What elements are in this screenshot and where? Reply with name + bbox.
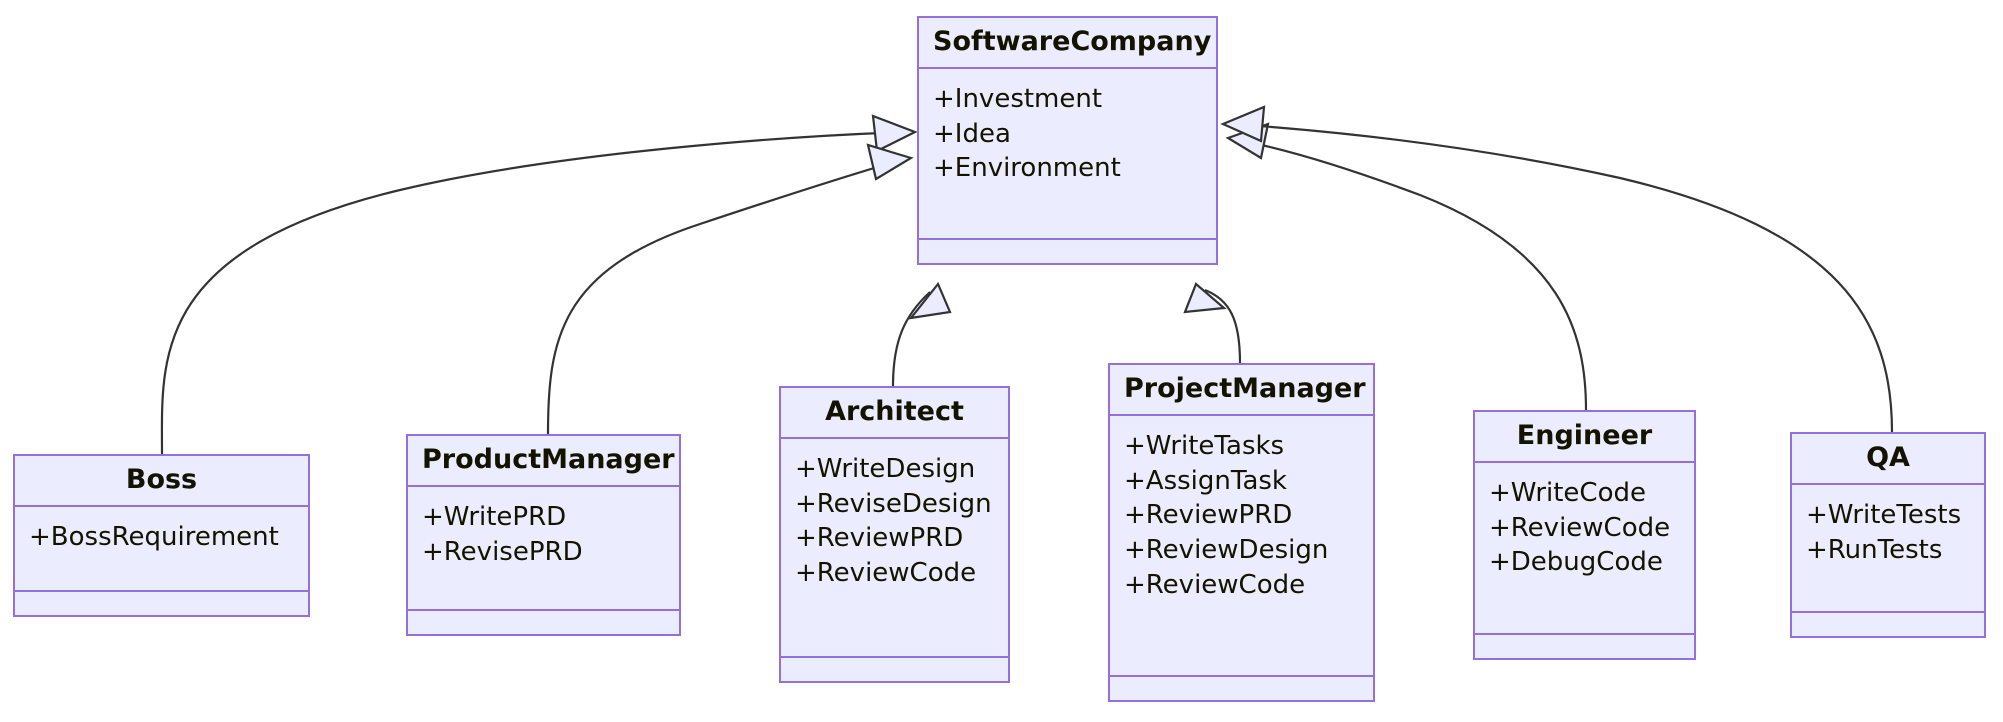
uml-class-engineer[interactable]: Engineer +WriteCode+ReviewCode +DebugCode	[1473, 410, 1696, 660]
class-attribute: +ReviewDesign	[1124, 534, 1329, 565]
hollow-triangle-arrow-icon	[908, 281, 952, 320]
hollow-triangle-arrow-icon	[866, 143, 914, 181]
class-attribute: +BossRequirement	[29, 522, 279, 553]
hollow-triangle-arrow-icon	[1183, 282, 1227, 314]
class-attribute: +Idea	[933, 118, 1011, 149]
class-title-qa: QA	[1792, 434, 1984, 486]
class-attribute: +ReviewPRD	[1124, 500, 1293, 531]
class-attribute: +Investment	[933, 84, 1103, 115]
class-attributes-product-manager: +WritePRD+RevisePRD	[408, 487, 679, 611]
edge-line	[891, 291, 931, 387]
inheritance-edge-project-manager[interactable]	[1183, 282, 1242, 364]
uml-class-software-company[interactable]: SoftwareCompany +Investment+Idea +Environm…	[917, 16, 1218, 265]
class-attribute: +ReviewCode	[795, 557, 977, 588]
inheritance-edge-product-manager[interactable]	[546, 143, 914, 435]
class-title-product-manager: ProductManager	[408, 436, 679, 488]
class-methods-product-manager	[408, 611, 679, 634]
class-attribute: +RunTests	[1806, 534, 1943, 565]
class-attribute: +Environment	[933, 153, 1121, 184]
uml-class-boss[interactable]: Boss +BossRequirement	[13, 454, 310, 617]
class-attribute: +ReviewPRD	[795, 523, 964, 554]
uml-class-project-manager[interactable]: ProjectManager +WriteTasks+AssignTask +Rev…	[1108, 363, 1375, 702]
inheritance-edge-boss[interactable]	[160, 114, 918, 455]
class-title-project-manager: ProjectManager	[1110, 365, 1373, 417]
inheritance-edge-qa[interactable]	[1220, 105, 1894, 433]
class-attribute: +WriteTests	[1806, 500, 1962, 531]
class-methods-architect	[781, 658, 1008, 681]
edge-line	[1204, 288, 1242, 364]
class-attributes-architect: +WriteDesign+ReviseDesign +ReviewPRD+Revi…	[781, 439, 1008, 658]
class-attribute: +RevisePRD	[422, 536, 583, 567]
class-attributes-boss: +BossRequirement	[15, 507, 308, 592]
class-attribute: +DebugCode	[1489, 547, 1663, 578]
class-attribute: +WriteTasks	[1124, 431, 1285, 462]
edge-line	[160, 130, 907, 455]
edge-line	[546, 158, 902, 435]
edge-line	[1231, 122, 1894, 433]
class-attributes-software-company: +Investment+Idea +Environment	[919, 69, 1216, 240]
class-title-software-company: SoftwareCompany	[919, 18, 1216, 70]
hollow-triangle-arrow-icon	[871, 114, 918, 153]
class-attributes-project-manager: +WriteTasks+AssignTask +ReviewPRD+ReviewD…	[1110, 416, 1373, 677]
class-methods-software-company	[919, 240, 1216, 263]
class-attribute: +ReviseDesign	[795, 488, 992, 519]
class-attributes-engineer: +WriteCode+ReviewCode +DebugCode	[1475, 463, 1694, 635]
class-methods-project-manager	[1110, 677, 1373, 700]
class-title-engineer: Engineer	[1475, 412, 1694, 464]
uml-class-qa[interactable]: QA+WriteTests+RunTests	[1790, 432, 1986, 638]
inheritance-edge-architect[interactable]	[891, 281, 952, 387]
class-attribute: +AssignTask	[1124, 465, 1287, 496]
class-attribute: +ReviewCode	[1489, 512, 1671, 543]
edge-line	[1237, 138, 1588, 411]
class-methods-boss	[15, 592, 308, 615]
class-attribute: +WritePRD	[422, 502, 567, 533]
class-attribute: +ReviewCode	[1124, 569, 1306, 600]
hollow-triangle-arrow-icon	[1220, 105, 1266, 143]
class-methods-engineer	[1475, 635, 1694, 658]
class-title-boss: Boss	[15, 456, 308, 508]
class-attribute: +WriteCode	[1489, 478, 1646, 509]
class-attribute: +WriteDesign	[795, 454, 976, 485]
class-methods-qa	[1792, 613, 1984, 636]
uml-class-architect[interactable]: Architect +WriteDesign+ReviseDesign +Revie…	[779, 386, 1010, 683]
class-attributes-qa: +WriteTests+RunTests	[1792, 485, 1984, 613]
class-title-architect: Architect	[781, 388, 1008, 440]
uml-class-product-manager[interactable]: ProductManager+WritePRD+RevisePRD	[406, 434, 681, 636]
